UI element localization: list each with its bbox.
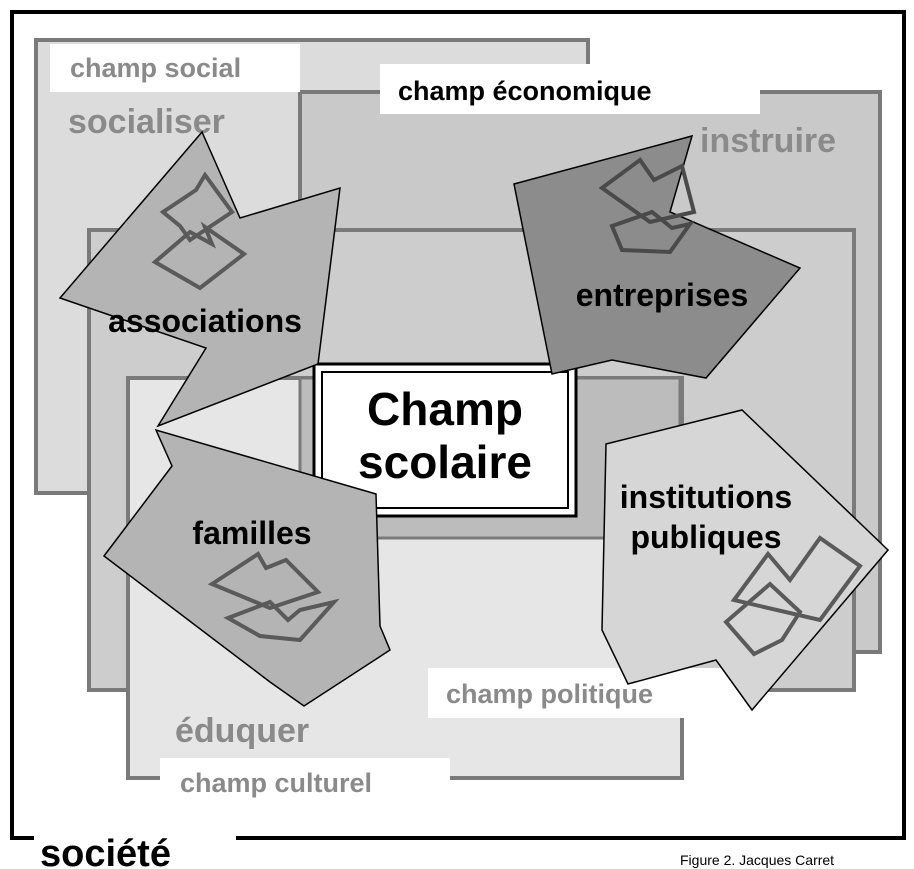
- entreprises-label: entreprises: [576, 277, 749, 313]
- political-title-bg: [428, 668, 740, 718]
- economic-field-verb: instruire: [700, 122, 836, 160]
- associations-arrow: [58, 130, 341, 428]
- cultural-field-verb: éduquer: [175, 712, 309, 750]
- figure-credit: Figure 2. Jacques Carret: [680, 852, 835, 868]
- institutions-label-line2: publiques: [630, 519, 781, 555]
- center-box-inner: [321, 371, 569, 509]
- familles-arrow: [102, 428, 391, 707]
- center-title-line2: scolaire: [358, 436, 532, 488]
- cultural-title-bg: [160, 758, 450, 806]
- exchange-icon: [207, 551, 340, 643]
- social-title-bg: [50, 44, 300, 92]
- exchange-icon: [598, 157, 697, 255]
- center-title-line1: Champ: [367, 383, 523, 435]
- exchange-icon: [151, 171, 248, 291]
- institutions-label-line1: institutions: [620, 479, 792, 515]
- exchange-icon: [723, 535, 863, 657]
- economic-title-bg: [380, 64, 760, 114]
- associations-label: associations: [108, 303, 302, 339]
- society-frame: [10, 10, 906, 840]
- cultural-field-title: champ culturel: [180, 768, 372, 798]
- economic-field-title: champ économique: [398, 76, 652, 106]
- political-field-title: champ politique: [446, 679, 653, 709]
- entreprises-arrow: [513, 134, 802, 379]
- institutions-arrow: [601, 409, 890, 712]
- society-label: société: [40, 833, 171, 869]
- familles-label: familles: [192, 515, 311, 551]
- social-field-title: champ social: [70, 53, 241, 83]
